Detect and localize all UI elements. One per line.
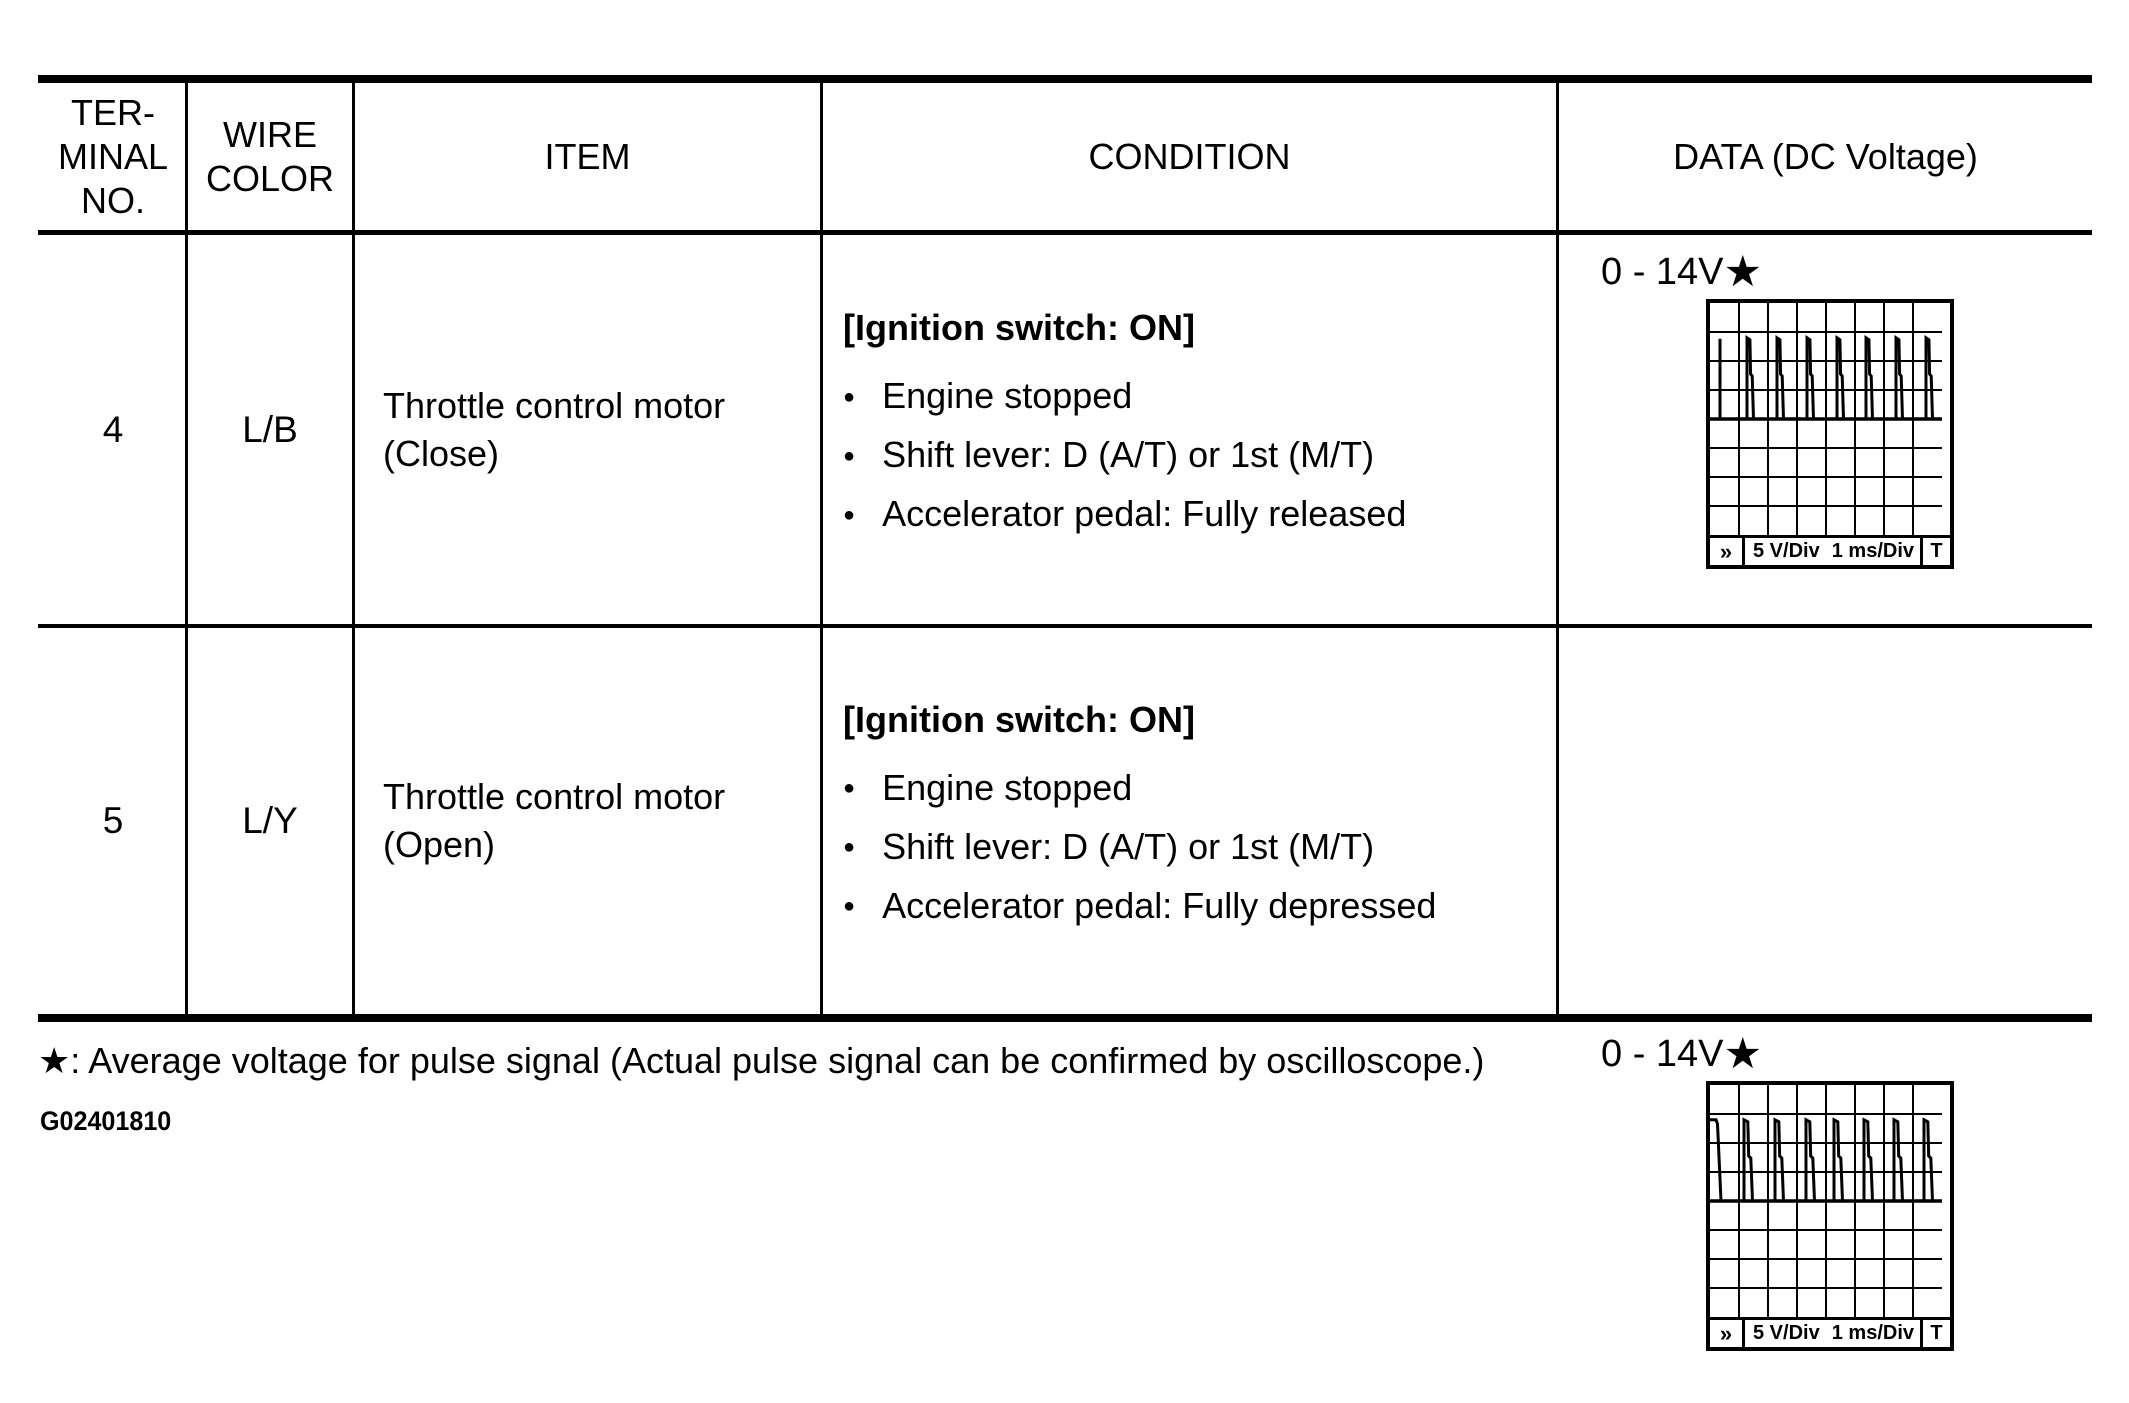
header-label: DATA (DC Voltage) — [1673, 135, 1978, 177]
header-label: CONDITION — [1088, 135, 1291, 177]
row2-condition: [Ignition switch: ON] ● Engine stopped ●… — [823, 628, 1576, 1014]
row1-item: Throttle control motor (Close) — [355, 235, 848, 624]
table-bottom-border — [38, 1014, 2092, 1022]
row1-wire-color: L/B — [188, 235, 352, 624]
condition-text: Engine stopped — [882, 766, 1133, 808]
item-line: (Close) — [383, 432, 500, 474]
volts-per-div-label: 5 V/Div — [1753, 540, 1820, 562]
time-per-div-label: 1 ms/Div — [1831, 1322, 1914, 1344]
oscilloscope-status-bar: » 5 V/Div 1 ms/Div T — [1710, 1317, 1950, 1347]
waveform-pulse — [1862, 1117, 1874, 1202]
waveform-pulse — [1894, 334, 1904, 420]
oscilloscope-1: » 5 V/Div 1 ms/Div T — [1706, 299, 1954, 569]
header-separator-line — [38, 230, 2092, 235]
voltage-range-value: 0 - 14V — [1601, 251, 1724, 293]
row1-condition: [Ignition switch: ON] ● Engine stopped ●… — [823, 235, 1576, 624]
trigger-indicator: T — [1920, 1320, 1950, 1347]
oscilloscope-screen — [1710, 1085, 1942, 1317]
header-label: ITEM — [544, 135, 631, 177]
column-divider-wire-item — [352, 79, 355, 1018]
voltage-range-value: 0 - 14V — [1601, 1033, 1724, 1075]
col-header-condition: CONDITION — [823, 83, 1556, 230]
condition-text: Accelerator pedal: Fully depressed — [882, 884, 1437, 926]
waveform-pulse — [1832, 1117, 1844, 1202]
waveform-pulse — [1773, 1117, 1785, 1202]
condition-list-item: ● Engine stopped — [843, 375, 1576, 417]
condition-header: [Ignition switch: ON] — [843, 307, 1195, 348]
col-header-terminal-no: TER- MINAL NO. — [41, 83, 185, 230]
marker-icon: » — [1710, 1320, 1745, 1347]
terminal-no-value: 4 — [102, 408, 124, 450]
table-top-border — [38, 75, 2092, 83]
wire-color-value: L/B — [242, 408, 298, 450]
star-footnote: ★: Average voltage for pulse signal (Act… — [38, 1040, 1485, 1081]
item-line: (Open) — [383, 824, 496, 865]
col-header-item: ITEM — [355, 83, 820, 230]
header-line: WIRE — [223, 113, 317, 155]
bullet-icon: ● — [843, 895, 856, 917]
waveform-pulse — [1775, 334, 1785, 420]
bullet-icon: ● — [843, 836, 856, 858]
col-header-wire-color: WIRE COLOR — [188, 83, 352, 230]
condition-text: Engine stopped — [882, 375, 1133, 416]
waveform-pulse — [1805, 334, 1815, 420]
volts-per-div-label: 5 V/Div — [1753, 1322, 1820, 1344]
waveform-pulse — [1742, 1117, 1754, 1202]
item-line: Throttle control motor — [383, 384, 726, 426]
condition-text: Shift lever: D (A/T) or 1st (M/T) — [882, 825, 1375, 867]
condition-list-item: ● Shift lever: D (A/T) or 1st (M/T) — [843, 434, 1576, 476]
row2-wire-color: L/Y — [188, 628, 352, 1014]
condition-text: Shift lever: D (A/T) or 1st (M/T) — [882, 434, 1375, 475]
star-icon: ★ — [1723, 248, 1763, 296]
header-line: COLOR — [205, 157, 335, 199]
oscilloscope-2: » 5 V/Div 1 ms/Div T — [1706, 1081, 1954, 1351]
condition-list-item: ● Shift lever: D (A/T) or 1st (M/T) — [843, 826, 1576, 868]
condition-list-item: ● Engine stopped — [843, 767, 1576, 809]
waveform-pulse — [1745, 334, 1755, 420]
bullet-icon: ● — [843, 385, 856, 408]
row2-terminal-no: 5 — [41, 628, 185, 1014]
column-divider-terminal-wire — [185, 79, 188, 1018]
wire-color-value: L/Y — [242, 800, 298, 841]
bullet-icon: ● — [843, 444, 856, 467]
waveform-pulse — [1864, 334, 1874, 420]
waveform-pulse — [1804, 1117, 1816, 1202]
voltage-range-label: 0 - 14V★ — [1601, 1029, 1762, 1079]
condition-list-item: ● Accelerator pedal: Fully released — [843, 493, 1576, 535]
figure-id: G02401810 — [40, 1106, 172, 1136]
column-divider-item-condition — [820, 79, 823, 1018]
header-line: TER- — [71, 91, 155, 133]
item-line: Throttle control motor — [383, 776, 726, 817]
row-separator-line — [38, 624, 2092, 628]
row2-data: 0 - 14V★ » 5 V/Div 1 ms/Div T — [1559, 1017, 2092, 1403]
page: { "colors": {"ink": "#000000", "paper": … — [38, 75, 2092, 1351]
row2-item: Throttle control motor (Open) — [355, 628, 848, 1014]
condition-header: [Ignition switch: ON] — [843, 698, 1195, 740]
oscilloscope-screen — [1710, 303, 1942, 535]
column-divider-condition-data — [1556, 79, 1559, 1018]
trigger-indicator: T — [1920, 538, 1950, 565]
row1-data: 0 - 14V★ » 5 V/Div 1 ms/Div T — [1559, 235, 2092, 624]
star-icon: ★ — [1723, 1030, 1763, 1078]
oscilloscope-status-bar: » 5 V/Div 1 ms/Div T — [1710, 535, 1950, 565]
header-line: MINAL — [57, 135, 169, 177]
condition-list-item: ● Accelerator pedal: Fully depressed — [843, 885, 1576, 927]
condition-text: Accelerator pedal: Fully released — [882, 493, 1407, 534]
waveform-pulse — [1835, 334, 1845, 420]
marker-icon: » — [1710, 538, 1745, 565]
col-header-data: DATA (DC Voltage) — [1559, 83, 2092, 230]
voltage-range-label: 0 - 14V★ — [1601, 247, 1762, 297]
row1-terminal-no: 4 — [41, 235, 185, 624]
bullet-icon: ● — [843, 503, 856, 526]
waveform-pulse — [1892, 1117, 1904, 1202]
bullet-icon: ● — [843, 777, 856, 799]
waveform-start-high — [1710, 1118, 1723, 1202]
terminal-no-value: 5 — [102, 800, 124, 841]
waveform-pulse — [1924, 334, 1934, 420]
waveform-pulse — [1922, 1117, 1934, 1202]
header-line: NO. — [80, 179, 145, 221]
time-per-div-label: 1 ms/Div — [1831, 540, 1914, 562]
